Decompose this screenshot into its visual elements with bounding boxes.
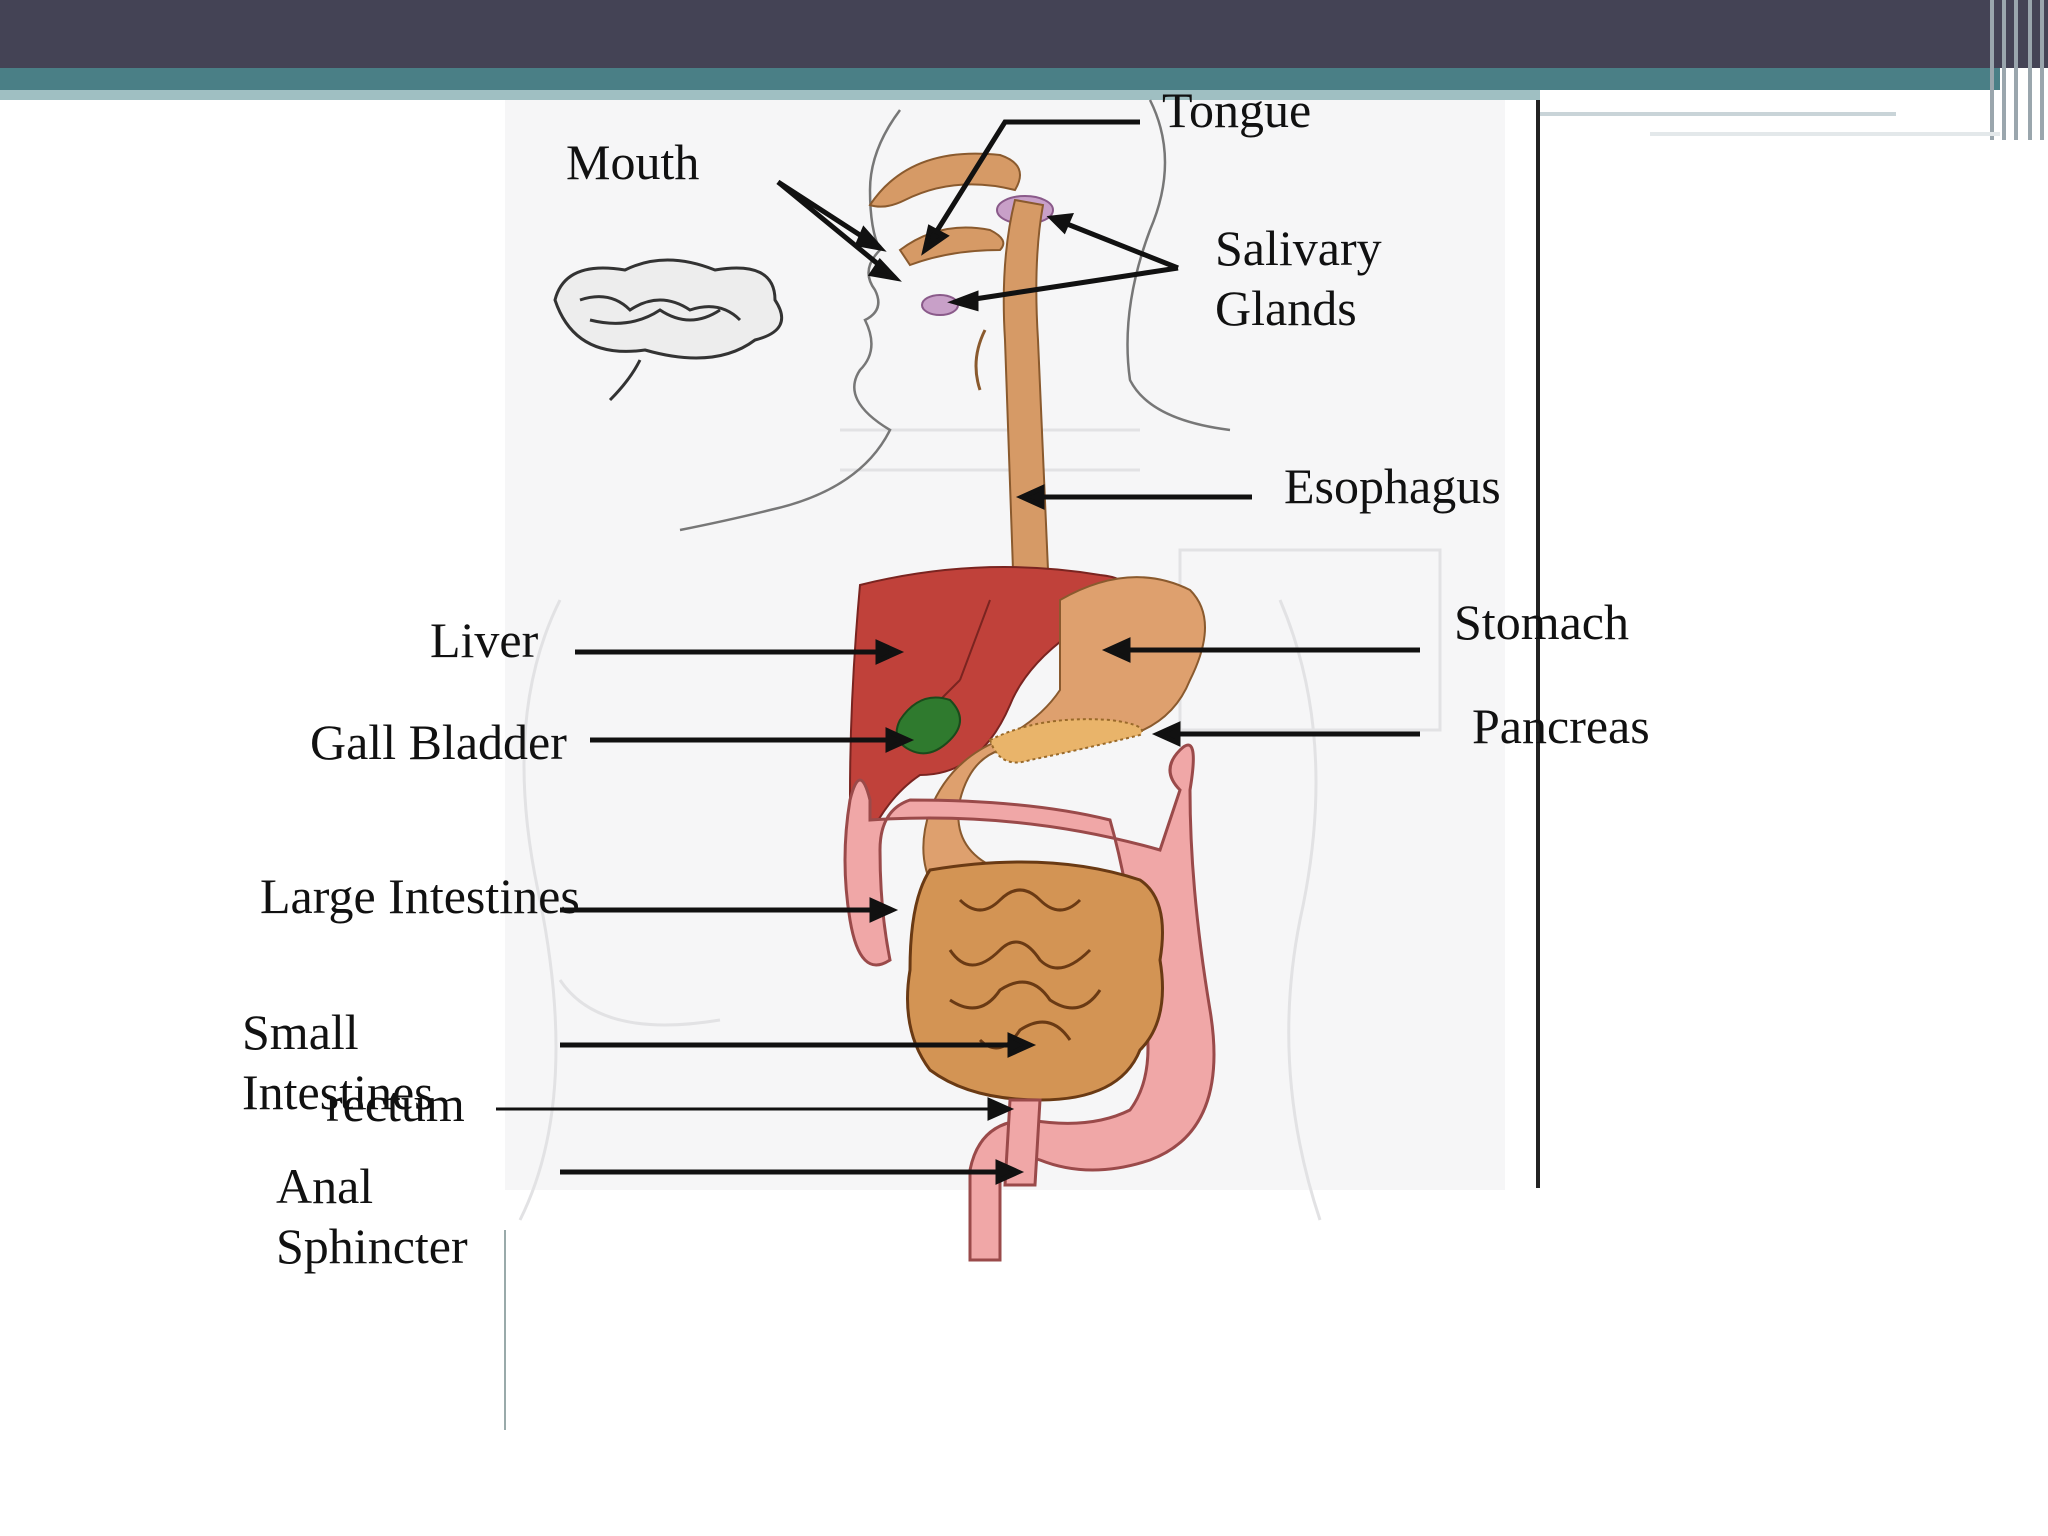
header-right-stripes (1984, 0, 2048, 140)
label-anal-sphincter: Anal Sphincter (276, 1158, 468, 1274)
head-outline (679, 99, 1231, 532)
pointer-arrows (496, 119, 1420, 1185)
label-stomach: Stomach (1454, 594, 1629, 650)
label-tongue: Tongue (1162, 82, 1312, 138)
label-esophagus: Esophagus (1284, 458, 1501, 514)
label-gall-bladder: Gall Bladder (310, 714, 567, 770)
slide-header-bar (0, 0, 2048, 100)
label-large-intestines: Large Intestines (260, 868, 580, 924)
small-intestine-folds (948, 888, 1102, 1050)
header-teal-light-band (0, 90, 1540, 100)
pharynx-shape (974, 329, 987, 391)
label-pancreas: Pancreas (1472, 698, 1650, 754)
pancreas-shape (988, 718, 1143, 764)
rectum-shape (1003, 1098, 1042, 1187)
faint-background-figure (518, 428, 1442, 1221)
header-deco-line-2 (1650, 132, 2000, 136)
header-teal-band (0, 68, 2000, 90)
label-rectum: rectum (326, 1076, 465, 1132)
header-dark-band (0, 0, 2048, 68)
small-intestine-shape (906, 860, 1164, 1102)
label-liver: Liver (430, 612, 539, 668)
label-salivary-glands: Salivary Glands (1215, 220, 1382, 336)
brain-sketch-icon (553, 258, 784, 402)
label-mouth: Mouth (566, 134, 700, 190)
header-deco-line-1 (1540, 112, 1896, 116)
large-intestine-shape (843, 743, 1216, 1262)
label-small-intestines: Small Intestines (242, 1004, 434, 1120)
